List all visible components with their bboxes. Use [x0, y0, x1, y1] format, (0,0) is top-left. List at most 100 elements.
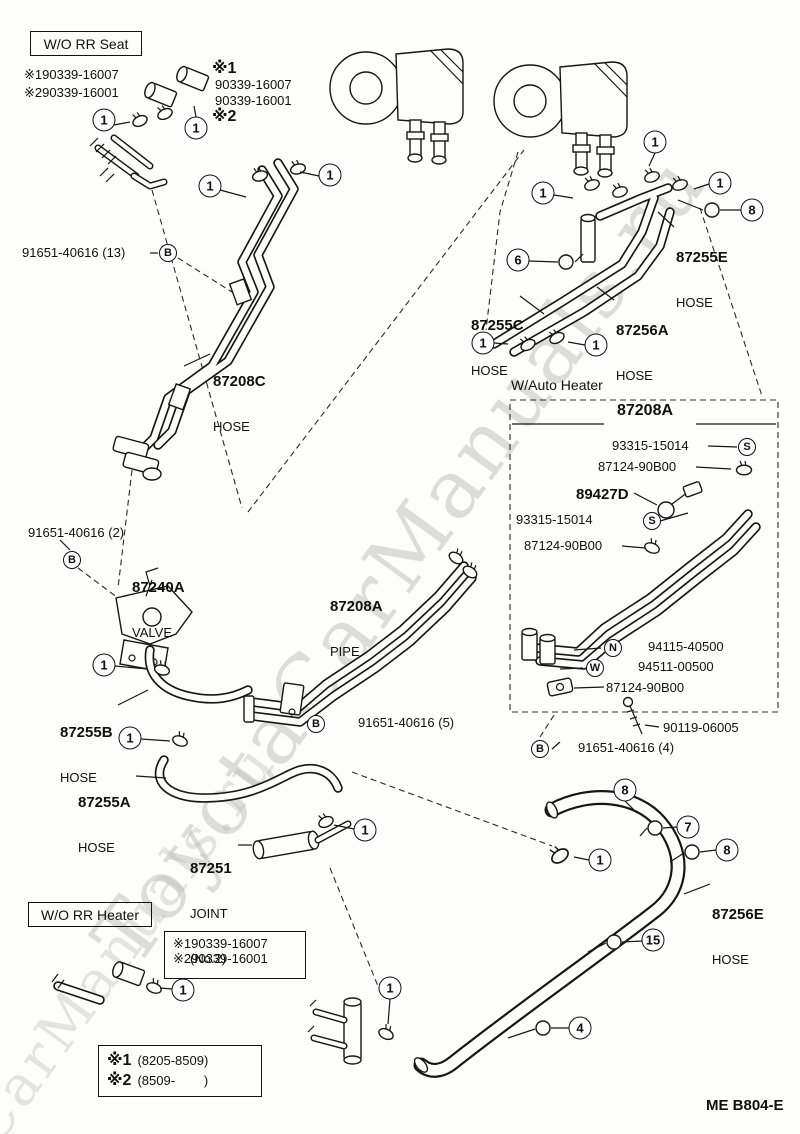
part-number: 87256A — [616, 321, 669, 339]
part-type: HOSE — [676, 295, 713, 310]
top-parts-num-1: 90339-16007 — [215, 77, 292, 92]
part-number: 87255A — [78, 793, 131, 811]
part-type: PIPE — [330, 644, 360, 659]
label-94115: 94115-40500 — [648, 639, 724, 654]
w-auto-heater-part: 87208A — [616, 402, 674, 419]
wo-rr-seat-parts-drawing — [89, 64, 210, 190]
label-90119: 90119-06005 — [663, 720, 739, 735]
label-87208a-pipe: 87208A PIPE — [330, 568, 383, 690]
wo-rr-heater-part-1: ※190339-16007 — [173, 936, 268, 951]
top-parts-num-2: 90339-16001 — [215, 93, 292, 108]
label-87256e: 87256E HOSE — [712, 876, 764, 998]
label-bolt-5: 91651-40616 (5) — [358, 715, 455, 730]
valve-87240a-drawing — [115, 567, 193, 673]
joint-87251-drawing — [252, 809, 352, 860]
callout-n: N — [604, 639, 622, 657]
part-number: 87208C — [213, 372, 266, 390]
label-87255e: 87255E HOSE — [676, 219, 728, 341]
part-type: HOSE — [78, 840, 115, 855]
callout-1: 1 — [318, 163, 342, 187]
part-number: 87240A — [132, 578, 185, 596]
construction-dashed-lines — [77, 149, 779, 997]
hose-87255a-drawing — [154, 729, 343, 803]
part-number: 87208A — [330, 597, 383, 615]
connector-rings — [535, 202, 720, 1036]
footnotes-box: ※1 (8205-8509) ※2 (8509- ) — [98, 1045, 262, 1097]
wo-rr-heater-part-2: ※290339-16001 — [173, 950, 268, 966]
label-bolt-4: 91651-40616 (4) — [578, 740, 675, 755]
auto-heater-pipes-drawing — [521, 460, 761, 735]
part-type: HOSE — [712, 952, 749, 967]
footnote-range-1: (8205-8509) — [137, 1053, 209, 1068]
w-auto-heater-title: W/Auto Heater — [511, 377, 603, 393]
hose-87208c-drawing — [112, 157, 308, 481]
callout-1: 1 — [198, 174, 222, 198]
hose-87255b-drawing — [144, 645, 253, 704]
label-87251: 87251 JOINT (No.2) — [190, 830, 232, 997]
heater-unit-right — [493, 61, 628, 178]
label-87208c: 87208C HOSE — [213, 343, 266, 465]
sensor-89427d-drawing — [657, 501, 675, 519]
callout-s: S — [643, 512, 661, 530]
callout-b: B — [159, 244, 177, 262]
leader-lines — [59, 105, 741, 1039]
callout-1: 1 — [184, 116, 208, 140]
pipe-87208a-drawing — [243, 545, 483, 727]
label-bolt-13: 91651-40616 (13) — [22, 245, 126, 260]
callout-1: 1 — [588, 848, 612, 872]
footnote-mark-2: ※2 — [107, 1072, 132, 1089]
label-87124-a: 87124-90B00 — [598, 459, 677, 474]
wo-rr-seat-box: W/O RR Seat — [30, 31, 142, 56]
callout-1: 1 — [92, 108, 116, 132]
callout-1: 1 — [378, 976, 402, 1000]
wo-rr-seat-part-1: ※190339-16007 — [24, 67, 119, 82]
callout-6: 6 — [506, 248, 530, 272]
label-87124-c: 87124-90B00 — [606, 680, 685, 695]
part-number: 87255C — [471, 316, 524, 334]
callout-4: 4 — [568, 1016, 592, 1040]
wo-rr-heater-parts-drawing — [51, 959, 165, 1005]
hoses-87255c-87256a-87255e-drawing — [489, 165, 690, 357]
part-number: 87251 — [190, 859, 232, 877]
wo-rr-heater-box: W/O RR Heater — [28, 902, 152, 927]
part-type: HOSE — [471, 363, 508, 378]
part-number: 87255B — [60, 723, 113, 741]
top-parts-mark-1: ※1 — [212, 60, 237, 77]
label-87255c: 87255C HOSE — [471, 287, 524, 409]
callout-1: 1 — [708, 171, 732, 195]
label-87240a: 87240A VALVE — [132, 549, 185, 671]
doc-code: ME B804-E — [706, 1097, 784, 1114]
callout-s: S — [738, 438, 756, 456]
part-type: HOSE — [60, 770, 97, 785]
callout-15: 15 — [641, 928, 665, 952]
part-type: HOSE — [213, 419, 250, 434]
wo-rr-heater-parts-box: ※190339-16007 ※290339-16001 — [164, 931, 306, 979]
bottom-pipe-assembly-drawing — [307, 997, 398, 1065]
callout-7: 7 — [676, 815, 700, 839]
label-87124-b: 87124-90B00 — [524, 538, 603, 553]
heater-unit-left — [329, 48, 464, 165]
callout-1: 1 — [353, 818, 377, 842]
part-type: HOSE — [616, 368, 653, 383]
hose-87256e-drawing — [413, 790, 686, 1078]
callout-w: W — [586, 659, 604, 677]
part-type: VALVE — [132, 625, 172, 640]
footnote-range-2: (8509- ) — [137, 1073, 209, 1088]
label-93315-b: 93315-15014 — [516, 512, 593, 527]
footnote-mark-1: ※1 — [107, 1052, 132, 1069]
part-number: 87255E — [676, 248, 728, 266]
label-87255b: 87255B HOSE — [60, 694, 113, 816]
part-number: 87256E — [712, 905, 764, 923]
label-87255a: 87255A HOSE — [78, 764, 131, 886]
callout-8: 8 — [715, 838, 739, 862]
callout-8: 8 — [613, 778, 637, 802]
callout-1: 1 — [171, 978, 195, 1002]
wo-rr-seat-title: W/O RR Seat — [43, 35, 129, 52]
auto-heater-box-border — [509, 399, 779, 713]
callout-1: 1 — [92, 653, 116, 677]
label-94511: 94511-00500 — [638, 659, 714, 674]
part-note: (No.2) — [190, 950, 227, 966]
callout-1: 1 — [118, 726, 142, 750]
